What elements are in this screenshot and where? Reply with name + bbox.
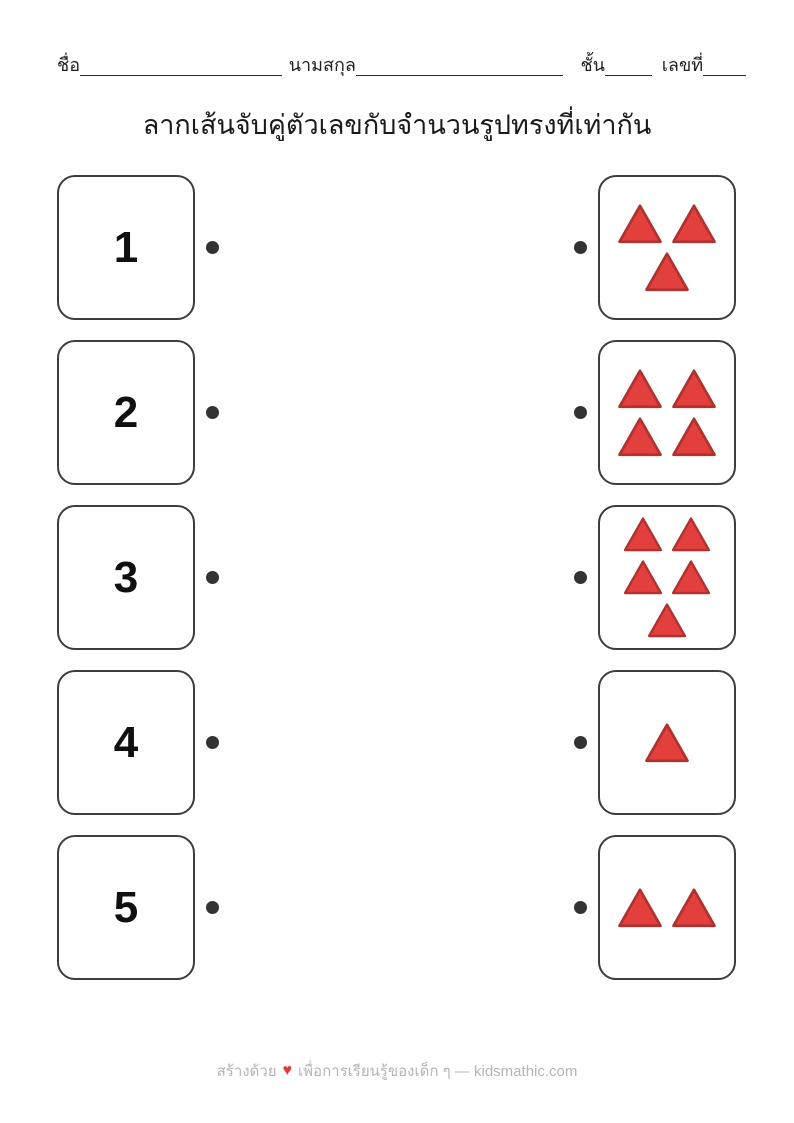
connector-dot-left[interactable] <box>206 241 219 254</box>
triangle-icon <box>618 368 662 408</box>
match-row-2: 2 <box>0 340 794 485</box>
triangle-row <box>644 251 690 292</box>
shape-card-4 <box>598 670 736 815</box>
triangle-icon <box>672 368 716 408</box>
student-info-header: ชื่อ นามสกุล ชั้น เลขที่ <box>57 55 746 76</box>
number-card-2: 2 <box>57 340 195 485</box>
triangle-icon <box>672 416 716 456</box>
name-blank-field[interactable] <box>80 73 282 76</box>
connector-dot-left[interactable] <box>206 901 219 914</box>
connector-dot-left[interactable] <box>206 736 219 749</box>
footer-credit: สร้างด้วย ♥ เพื่อการเรียนรู้ของเด็ก ๆ — … <box>0 1059 794 1083</box>
triangle-row <box>623 517 711 552</box>
triangle-icon <box>618 203 662 243</box>
triangle-icon <box>618 416 662 456</box>
shape-card-2 <box>598 340 736 485</box>
number-card-4: 4 <box>57 670 195 815</box>
number-card-3: 3 <box>57 505 195 650</box>
number-card-5: 5 <box>57 835 195 980</box>
match-row-4: 4 <box>0 670 794 815</box>
triangle-icon <box>672 887 716 927</box>
worksheet-title: ลากเส้นจับคู่ตัวเลขกับจำนวนรูปทรงที่เท่า… <box>142 110 652 140</box>
shape-card-5 <box>598 835 736 980</box>
triangle-icon <box>623 560 663 595</box>
shape-card-1 <box>598 175 736 320</box>
number-label: 4 <box>113 717 139 767</box>
shape-card-3 <box>598 505 736 650</box>
connector-dot-right[interactable] <box>574 901 587 914</box>
number-label: 1 <box>113 222 139 272</box>
connector-dot-right[interactable] <box>574 241 587 254</box>
triangle-icon <box>647 603 687 638</box>
connector-dot-left[interactable] <box>206 406 219 419</box>
connector-dot-right[interactable] <box>574 571 587 584</box>
number-label: 5 <box>113 882 139 932</box>
triangle-row <box>623 560 711 595</box>
triangle-row <box>617 416 717 457</box>
footer-text-right: เพื่อการเรียนรู้ของเด็ก ๆ — kidsmathic.c… <box>298 1063 578 1080</box>
triangle-icon <box>671 560 711 595</box>
heart-icon: ♥ <box>282 1062 293 1079</box>
triangle-row <box>617 887 717 928</box>
surname-label: นามสกุล <box>288 55 356 75</box>
footer-text-left: สร้างด้วย <box>216 1063 277 1080</box>
class-blank-field[interactable] <box>605 73 652 76</box>
match-row-1: 1 <box>0 175 794 320</box>
triangle-row <box>617 203 717 244</box>
match-row-3: 3 <box>0 505 794 650</box>
student-number-label: เลขที่ <box>661 55 704 75</box>
connector-dot-right[interactable] <box>574 406 587 419</box>
connector-dot-left[interactable] <box>206 571 219 584</box>
number-label: 3 <box>113 552 139 602</box>
number-label: 2 <box>113 387 139 437</box>
number-card-1: 1 <box>57 175 195 320</box>
triangle-icon <box>671 517 711 552</box>
connector-dot-right[interactable] <box>574 736 587 749</box>
student-number-blank-field[interactable] <box>703 73 746 76</box>
surname-blank-field[interactable] <box>355 73 564 76</box>
triangle-icon <box>618 887 662 927</box>
match-row-5: 5 <box>0 835 794 980</box>
triangle-row <box>647 603 687 638</box>
triangle-row <box>644 722 690 763</box>
name-label: ชื่อ <box>57 55 81 75</box>
triangle-icon <box>623 517 663 552</box>
triangle-row <box>617 368 717 409</box>
triangle-icon <box>645 722 689 762</box>
triangle-icon <box>672 203 716 243</box>
triangle-icon <box>645 251 689 291</box>
class-label: ชั้น <box>580 55 605 75</box>
